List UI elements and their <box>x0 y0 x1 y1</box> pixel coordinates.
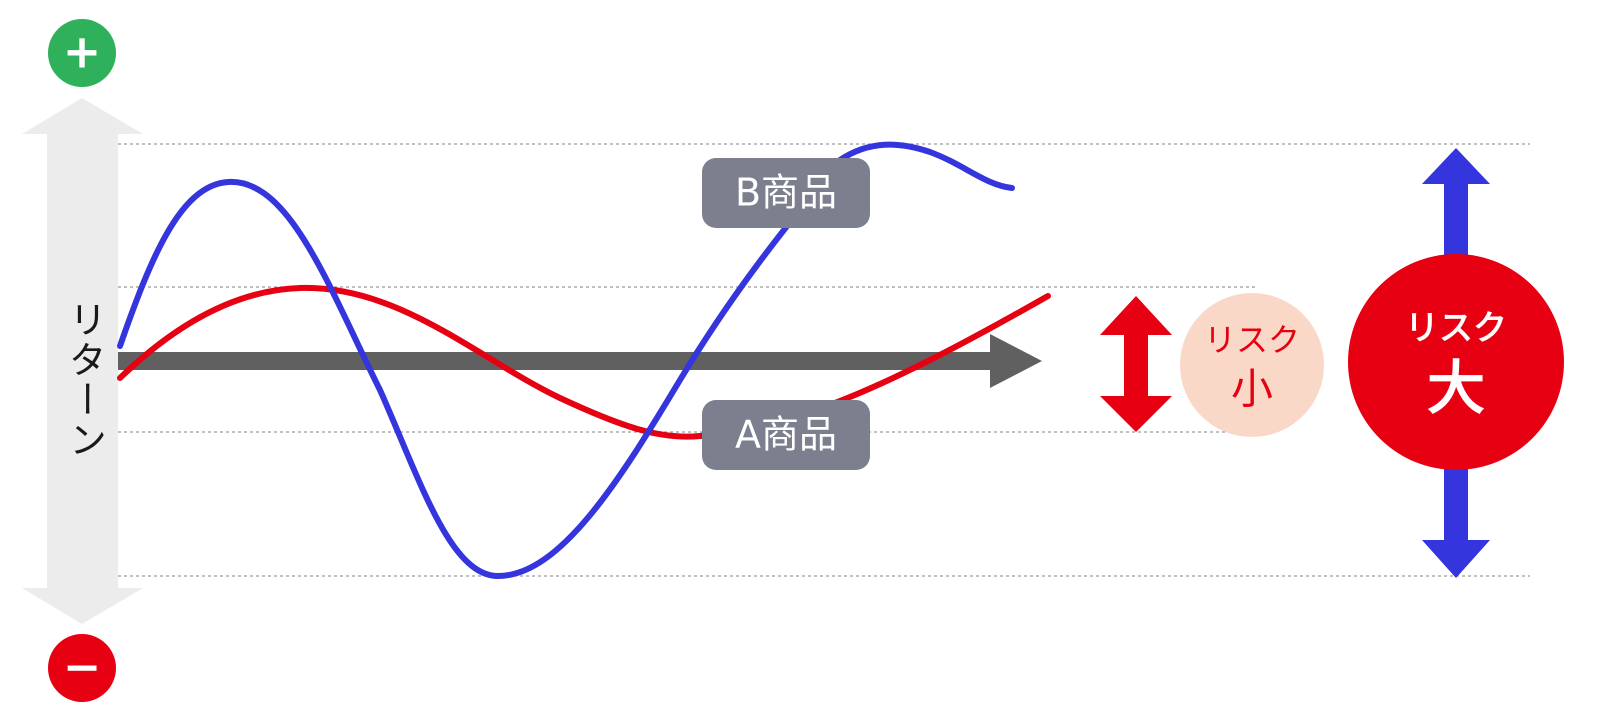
product-a-tag-label: A商品 <box>735 413 837 457</box>
product-b-tag-label: B商品 <box>735 171 837 215</box>
product-b-line <box>117 141 1015 580</box>
product-b-tag <box>702 158 870 228</box>
risk-large-badge <box>1348 254 1564 470</box>
small-risk-arrow <box>1100 296 1172 432</box>
return-axis-arrow <box>22 98 143 624</box>
return-axis-label: リターン <box>63 300 107 460</box>
risk-small-line1: リスク <box>1204 321 1300 359</box>
product-a-tag <box>702 400 870 470</box>
minus-symbol: − <box>63 640 102 694</box>
minus-icon <box>48 634 116 702</box>
time-arrow-head <box>990 334 1042 388</box>
plus-symbol: + <box>63 25 102 79</box>
risk-small-line2: 小 <box>1231 365 1273 414</box>
risk-large-line1: リスク <box>1405 309 1507 349</box>
plus-icon <box>48 19 116 87</box>
risk-large-line2: 大 <box>1427 354 1485 422</box>
risk-small-badge <box>1180 293 1324 437</box>
